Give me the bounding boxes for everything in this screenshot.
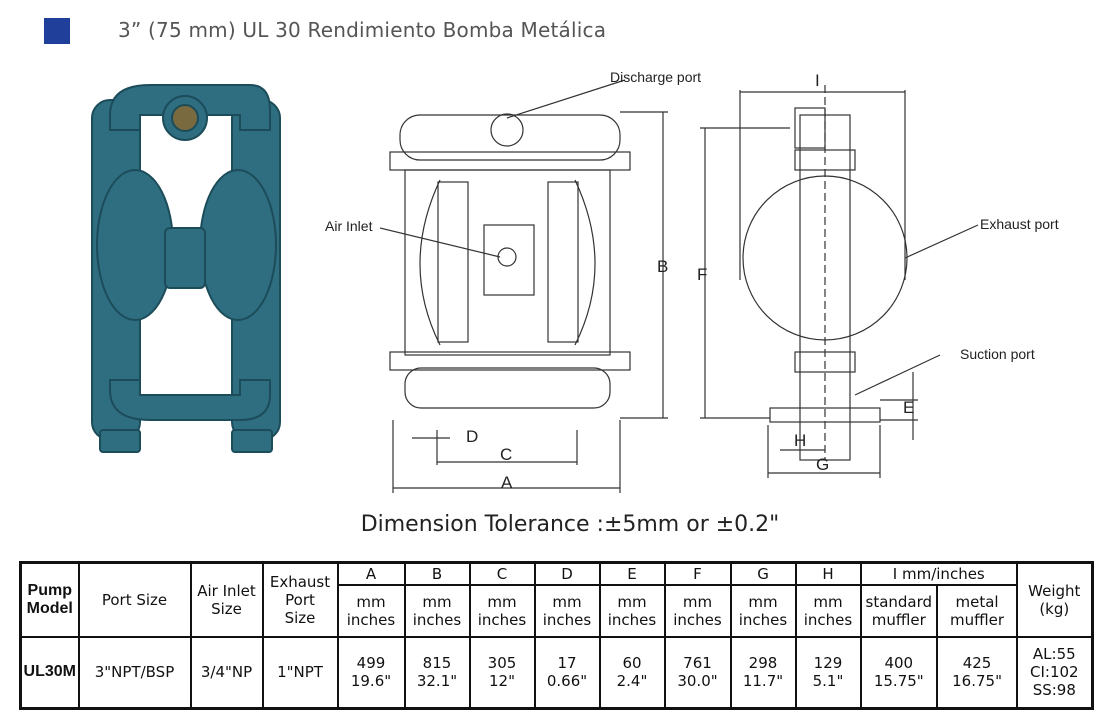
- cell-exhaust: 1"NPT: [261, 635, 339, 710]
- cell-value: 60: [622, 654, 642, 673]
- cell-value: 12": [489, 672, 515, 691]
- header-air: Air Inlet Size: [189, 561, 264, 638]
- cell-value: 761: [683, 654, 712, 673]
- unit: mm inches: [794, 583, 862, 638]
- unit: mm inches: [533, 583, 601, 638]
- front-view-drawing: [379, 79, 668, 493]
- cell-value: 0.66": [546, 672, 588, 691]
- label-discharge-port: Discharge port: [610, 69, 701, 85]
- unit: mm inches: [468, 583, 536, 638]
- spec-table: Pump Model Port Size Air Inlet Size Exha…: [19, 561, 1094, 710]
- tolerance-note: Dimension Tolerance :±5mm or ±0.2": [360, 512, 780, 537]
- header-dim: G: [729, 561, 797, 586]
- dim-H: H: [794, 431, 806, 450]
- dim-E: E: [903, 398, 914, 417]
- cell-air: 3/4"NP: [189, 635, 264, 710]
- header-standard-muffler: standard muffler: [859, 583, 939, 638]
- cell-value: AL:55: [1032, 645, 1076, 664]
- cell-value: 11.7": [742, 672, 784, 691]
- cell-value: 30.0": [677, 672, 718, 691]
- brand-square: [44, 18, 70, 44]
- dim-C: C: [500, 445, 512, 464]
- cell-value: 400: [884, 654, 914, 673]
- header-port: Port Size: [77, 561, 192, 638]
- unit: mm inches: [729, 583, 797, 638]
- header-dim: B: [403, 561, 471, 586]
- cell-value: 305: [487, 654, 517, 673]
- page-title: 3” (75 mm) UL 30 Rendimiento Bomba Metál…: [118, 18, 607, 42]
- cell-value: 815: [422, 654, 452, 673]
- dim-A: A: [501, 473, 513, 492]
- cell-value: 2.4": [616, 672, 648, 691]
- header-weight: Weight (kg): [1016, 561, 1094, 638]
- unit: mm inches: [663, 583, 732, 638]
- dim-G: G: [816, 455, 829, 474]
- dim-B: B: [657, 257, 668, 276]
- cell-value: 298: [748, 654, 778, 673]
- header-dim: E: [598, 561, 666, 586]
- cell-value: 16.75": [952, 672, 1002, 691]
- cell-value: 15.75": [873, 672, 924, 691]
- header-dim: H: [794, 561, 862, 586]
- cell-value: SS:98: [1032, 681, 1076, 700]
- header-dim: D: [533, 561, 601, 586]
- unit: mm inches: [598, 583, 666, 638]
- cell-value: 32.1": [416, 672, 458, 691]
- header-exhaust: Exhaust Port Size: [261, 561, 339, 638]
- pump-photo: [91, 84, 281, 453]
- cell-value: 19.6": [350, 672, 392, 691]
- header-model: Pump Model: [19, 561, 80, 638]
- header-dim: A: [336, 561, 406, 586]
- cell-model: UL30M: [19, 635, 80, 710]
- cell-value: 499: [356, 654, 386, 673]
- unit: mm inches: [403, 583, 471, 638]
- dim-I: I: [815, 71, 820, 90]
- header-dim: F: [663, 561, 732, 586]
- cell-value: 129: [813, 654, 843, 673]
- header-metal-muffler: metal muffler: [936, 583, 1019, 638]
- label-exhaust-port: Exhaust port: [980, 216, 1059, 232]
- header-I: I mm/inches: [859, 561, 1019, 586]
- cell-value: 5.1": [812, 672, 844, 691]
- label-air-inlet: Air Inlet: [325, 218, 373, 234]
- side-view-drawing: [700, 85, 979, 478]
- label-suction-port: Suction port: [960, 346, 1035, 362]
- pump-drawings: Discharge port Air Inlet A C D B Exhaust…: [91, 69, 1059, 493]
- dim-D: D: [466, 427, 478, 446]
- header-dim: C: [468, 561, 536, 586]
- cell-value: CI:102: [1030, 663, 1079, 682]
- cell-value: 17: [557, 654, 577, 673]
- dim-F: F: [697, 265, 707, 284]
- cell-value: 425: [962, 654, 992, 673]
- unit: mm inches: [336, 583, 406, 638]
- cell-port: 3"NPT/BSP: [77, 635, 192, 710]
